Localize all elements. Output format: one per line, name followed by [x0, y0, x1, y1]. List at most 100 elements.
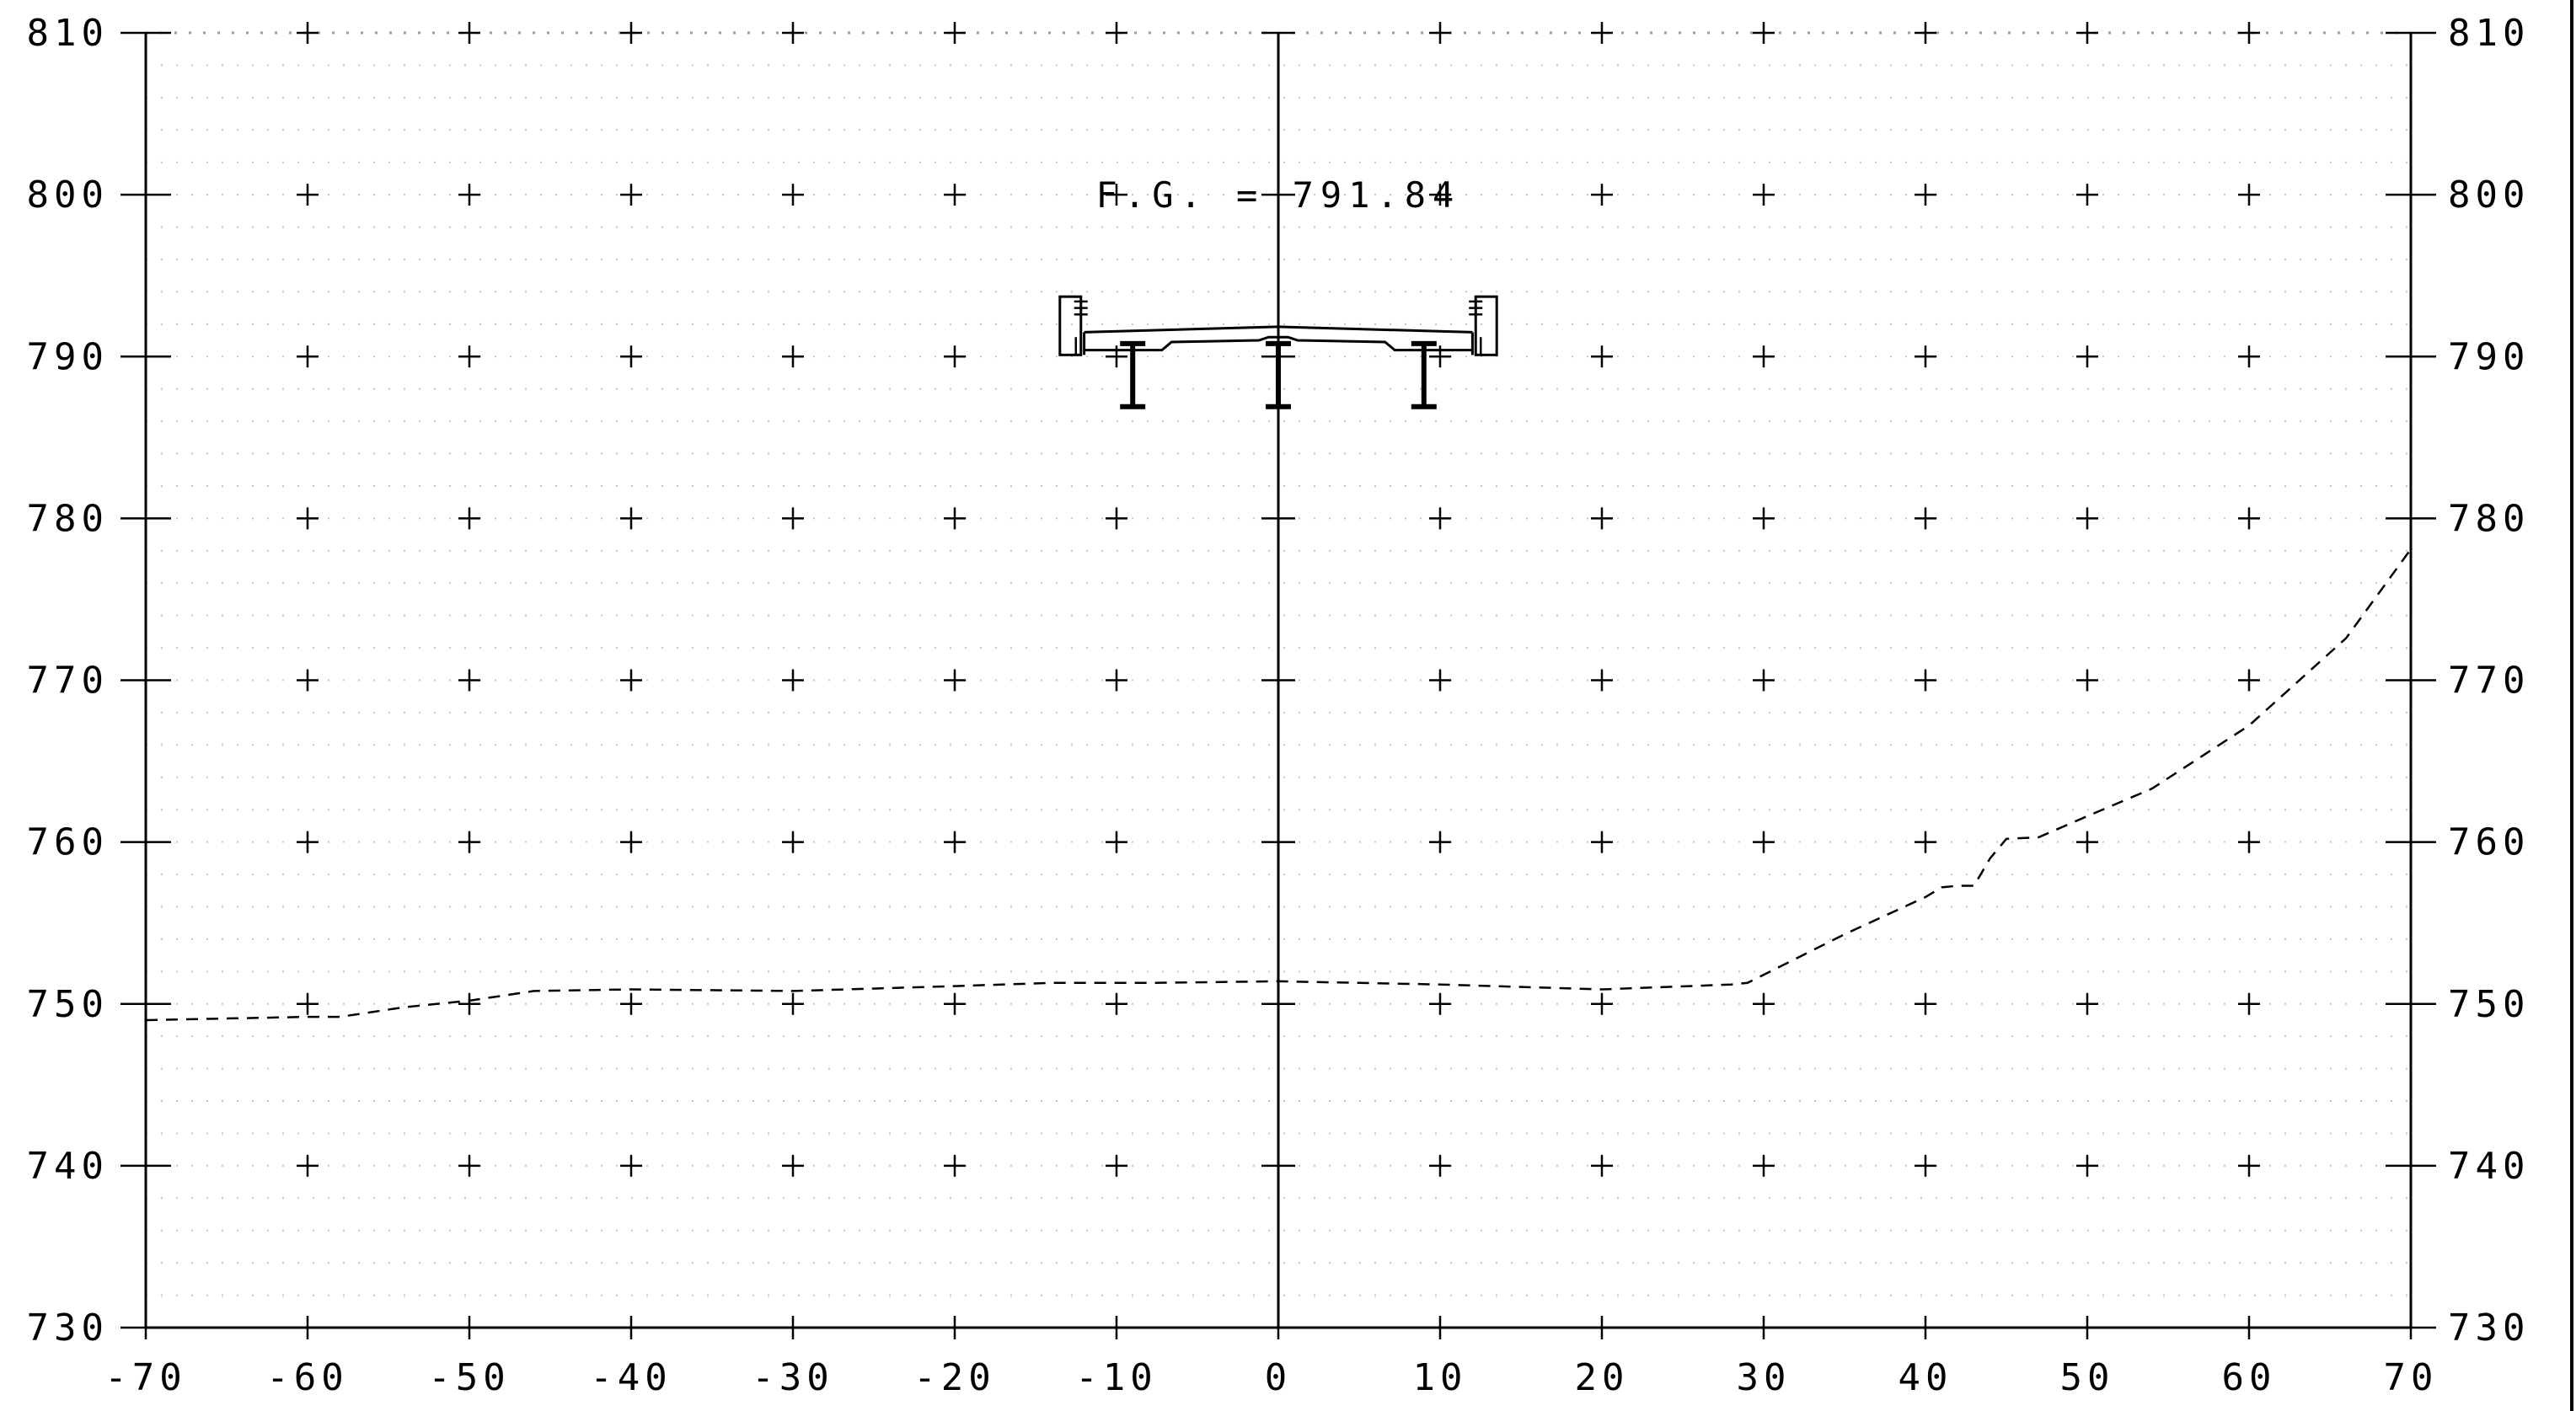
grid-cross [620, 992, 642, 1015]
grid-cross [1106, 831, 1127, 853]
grid-cross [297, 22, 319, 44]
grid-cross [297, 507, 319, 530]
grid-cross [944, 507, 966, 530]
grid-cross [1915, 22, 1936, 44]
grid-cross [2076, 669, 2098, 692]
grid-cross [944, 992, 966, 1015]
grid-cross [2076, 831, 2098, 853]
grid-cross [2238, 992, 2260, 1015]
grid-cross [782, 184, 804, 206]
grid-cross [297, 669, 319, 692]
grid-cross [2076, 1154, 2098, 1177]
grid-cross [1591, 1154, 1613, 1177]
grid-cross [1106, 22, 1127, 44]
grid-cross [1915, 507, 1936, 530]
grid-cross [1591, 22, 1613, 44]
deck-soffit [1084, 335, 1473, 352]
y-tick-label-right: 810 [2448, 12, 2530, 55]
x-tick-label: -10 [1075, 1356, 1157, 1399]
grid-cross [620, 22, 642, 44]
grid-cross [458, 22, 480, 44]
grid-cross [1915, 669, 1936, 692]
grid-cross [1753, 345, 1775, 368]
grid-cross [2238, 669, 2260, 692]
grid-cross [2076, 22, 2098, 44]
y-tick-label-left: 800 [27, 174, 109, 216]
grid-cross [1106, 507, 1127, 530]
grid-cross [2238, 831, 2260, 853]
grid-cross [2238, 22, 2260, 44]
x-tick-label: 70 [2384, 1356, 2439, 1399]
grid-cross [620, 345, 642, 368]
y-tick-label-right: 750 [2448, 983, 2530, 1026]
x-tick-label: -60 [266, 1356, 348, 1399]
grid-cross [2076, 345, 2098, 368]
grid-cross [620, 669, 642, 692]
x-tick-label: 50 [2060, 1356, 2115, 1399]
y-tick-label-left: 770 [27, 660, 109, 703]
ground-profile [145, 548, 2413, 1022]
bridge-cross-section [1058, 295, 1498, 409]
grid-cross [2076, 184, 2098, 206]
grid-cross [782, 831, 804, 853]
x-tick-label: -50 [428, 1356, 510, 1399]
grid-cross [1429, 992, 1451, 1015]
grid-cross [297, 831, 319, 853]
grid-cross [944, 184, 966, 206]
grid-cross [1429, 1154, 1451, 1177]
existing-ground-line [145, 548, 2413, 1022]
grid-cross [1106, 1154, 1127, 1177]
grid-crosses [297, 22, 2260, 1177]
y-tick-label-left: 730 [27, 1307, 109, 1350]
y-tick-label-left: 760 [27, 821, 109, 864]
barrier-right [1469, 295, 1498, 356]
y-tick-label-right: 780 [2448, 497, 2530, 540]
grid-cross [297, 345, 319, 368]
grid-cross [620, 184, 642, 206]
y-tick-label-left: 750 [27, 983, 109, 1026]
grid-cross [297, 992, 319, 1015]
y-tick-label-left: 810 [27, 12, 109, 55]
grid-cross [944, 345, 966, 368]
x-tick-label: 60 [2222, 1356, 2277, 1399]
grid-cross [2238, 184, 2260, 206]
grid-cross [782, 992, 804, 1015]
grid-cross [458, 831, 480, 853]
grid-cross [1915, 1154, 1936, 1177]
x-tick-label: -70 [104, 1356, 186, 1399]
grid-cross [297, 184, 319, 206]
grid-cross [620, 507, 642, 530]
grid-cross [1753, 507, 1775, 530]
grid-cross [1591, 507, 1613, 530]
grid-cross [620, 1154, 642, 1177]
grid-cross [1591, 669, 1613, 692]
y-tick-label-left: 780 [27, 497, 109, 540]
grid-cross [458, 184, 480, 206]
y-tick-label-right: 790 [2448, 335, 2530, 378]
grid-cross [2238, 1154, 2260, 1177]
grid-cross [782, 669, 804, 692]
x-tick-label: -40 [590, 1356, 672, 1399]
grid-cross [944, 1154, 966, 1177]
girder [1266, 340, 1291, 409]
grid-cross [1106, 184, 1127, 206]
grid-cross [1429, 184, 1451, 206]
grid-cross [2076, 507, 2098, 530]
grid-cross [782, 345, 804, 368]
y-tick-label-left: 790 [27, 335, 109, 378]
grid-cross [782, 22, 804, 44]
grid-cross [2076, 992, 2098, 1015]
girder [1411, 340, 1437, 409]
grid-cross [1429, 831, 1451, 853]
grid-cross [458, 345, 480, 368]
grid-cross [944, 22, 966, 44]
grid-cross [1591, 345, 1613, 368]
grid-cross [1753, 1154, 1775, 1177]
grid-cross [782, 1154, 804, 1177]
grid-cross [1915, 992, 1936, 1015]
grid-cross [1591, 831, 1613, 853]
x-tick-label: -20 [913, 1356, 995, 1399]
